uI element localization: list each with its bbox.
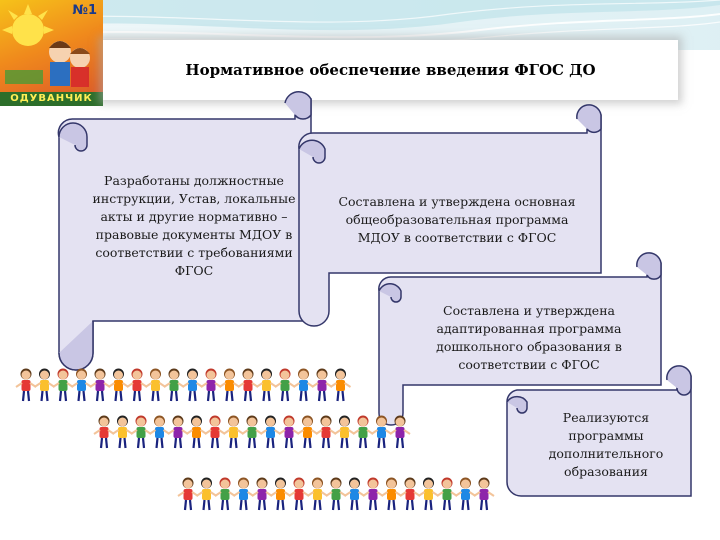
kids-row-1: [15, 365, 352, 407]
kids-row-2: [93, 412, 416, 454]
scroll-card-3: Составлена и утверждена адаптированная п…: [375, 252, 667, 427]
logo-number: №1: [72, 3, 97, 18]
scroll-shape-icon: [298, 104, 602, 327]
scroll-card-1: Разработаны должностные инструкции, Уста…: [55, 85, 317, 371]
page-title: Нормативное обеспечение введения ФГОС ДО: [185, 61, 596, 79]
scroll-text-2: Составлена и утверждена основная общеобр…: [338, 194, 576, 245]
children-holding-hands-icon: [177, 477, 495, 511]
children-holding-hands-icon: [15, 368, 352, 402]
scroll-shape-icon: [57, 91, 312, 371]
scroll-card-2: Составлена и утверждена основная общеобр…: [295, 104, 607, 327]
sun-and-children-icon: [2, 4, 90, 87]
scroll-shape-icon: [506, 365, 692, 497]
title-bar: Нормативное обеспечение введения ФГОС ДО: [103, 40, 678, 100]
scroll-text-1: Разработаны должностные инструкции, Уста…: [92, 173, 296, 278]
scroll-card-4: Реализуются программы дополнительного об…: [503, 365, 695, 500]
scroll-shape-icon: [378, 252, 662, 426]
kindergarten-logo: №1 ОДУВАНЧИК: [0, 0, 103, 106]
scroll-text-3: Составлена и утверждена адаптированная п…: [436, 303, 622, 372]
scroll-text-4: Реализуются программы дополнительного об…: [548, 410, 664, 479]
kids-row-3: [177, 474, 500, 516]
logo-name: ОДУВАНЧИК: [0, 92, 103, 106]
children-holding-hands-icon: [93, 415, 411, 449]
